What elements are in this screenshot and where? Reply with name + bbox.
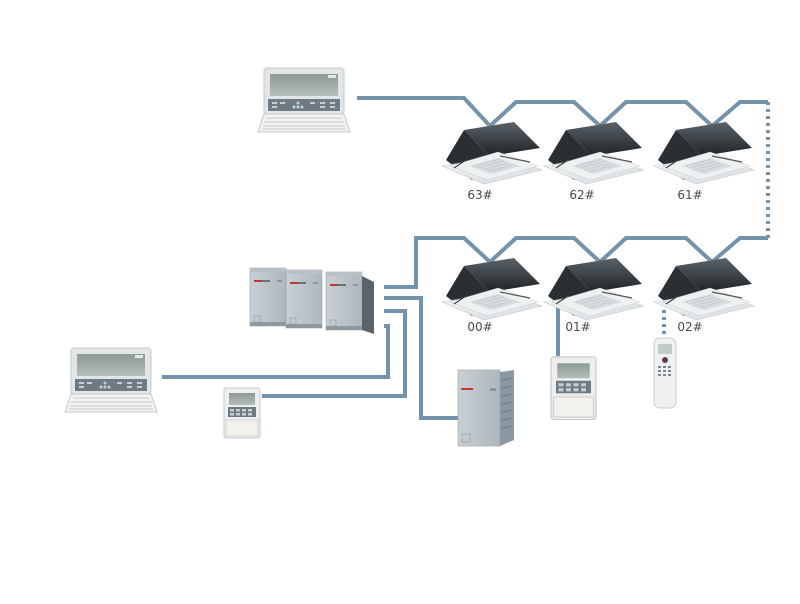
wire-odu-to-single-odu — [384, 296, 458, 420]
indoor-unit-61 — [653, 121, 755, 185]
wired-controller-01 — [550, 356, 597, 421]
wire-top-controller-to-63 — [357, 96, 768, 129]
wire-odu-to-wired-controller — [262, 309, 407, 398]
unit-label-02: 02# — [677, 320, 703, 334]
unit-label-61: 61# — [677, 188, 703, 202]
central-controller-top — [257, 67, 351, 133]
unit-label-63: 63# — [467, 188, 493, 202]
central-controller-left — [64, 347, 158, 413]
unit-label-00: 00# — [467, 320, 493, 334]
remote-controller-02 — [653, 337, 677, 409]
unit-label-62: 62# — [569, 188, 595, 202]
indoor-unit-00 — [441, 257, 543, 321]
indoor-unit-62 — [543, 121, 645, 185]
indoor-unit-63 — [441, 121, 543, 185]
outdoor-unit-single — [457, 369, 514, 447]
wired-controller-left — [223, 387, 261, 439]
outdoor-unit-modules — [249, 267, 374, 334]
unit-label-01: 01# — [565, 320, 591, 334]
indoor-unit-02 — [653, 257, 755, 321]
wire-odu-to-left-central — [162, 324, 390, 379]
